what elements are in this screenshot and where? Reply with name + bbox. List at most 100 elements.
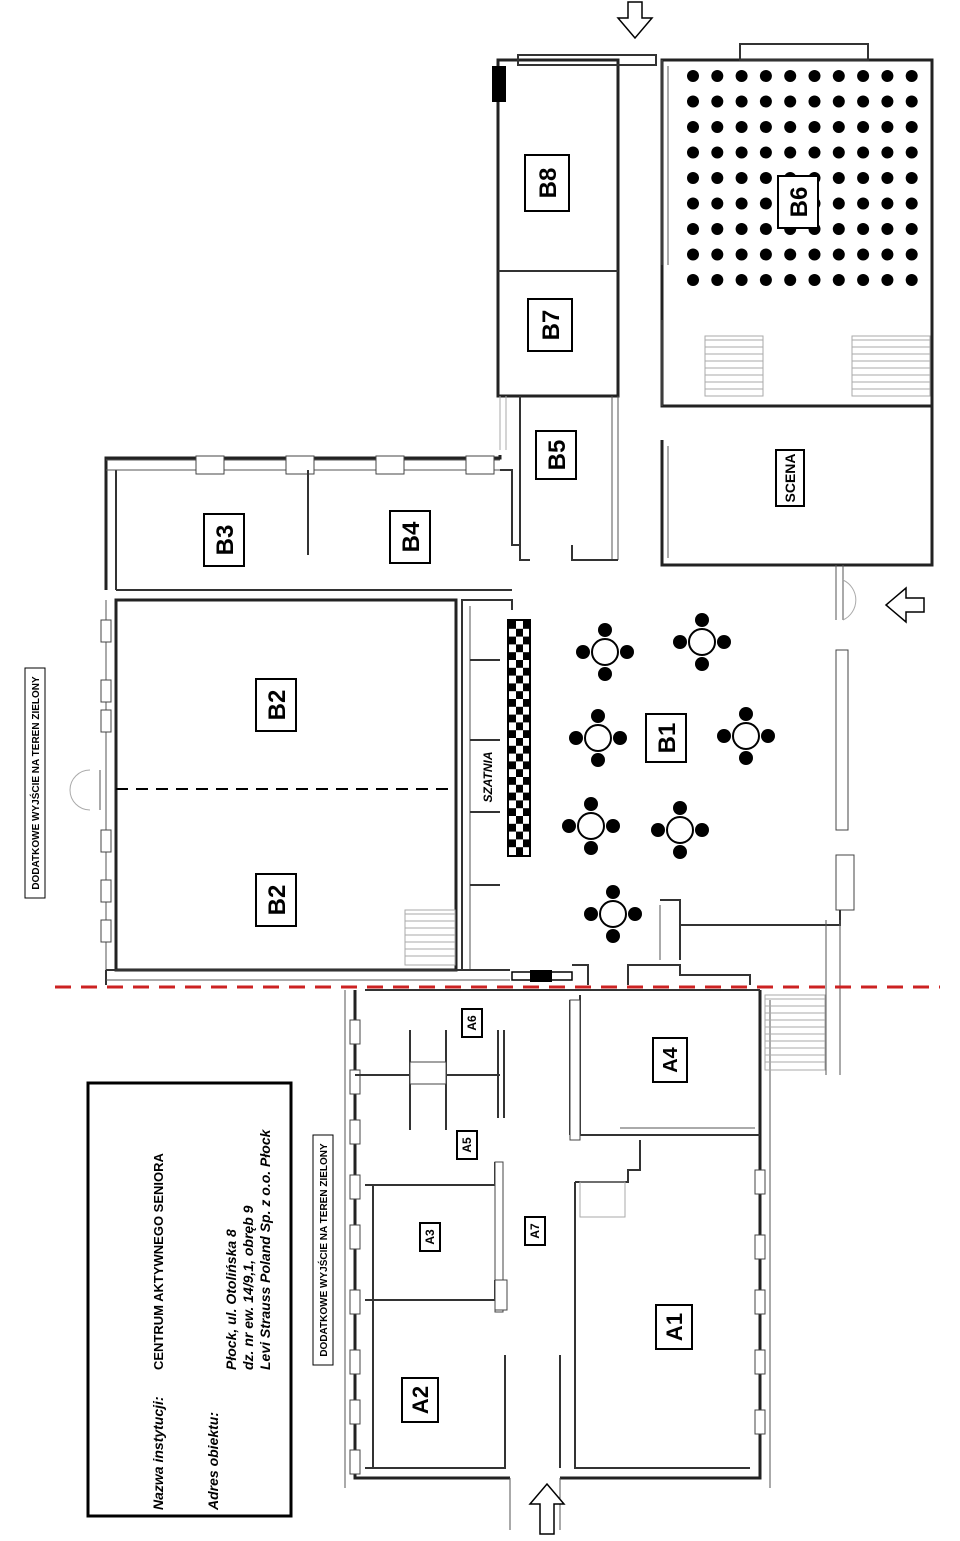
- seat-dot: [808, 95, 821, 108]
- room-label-a2: A2: [408, 1386, 433, 1414]
- seat-dot: [905, 121, 918, 133]
- b1-tables: [562, 613, 775, 943]
- seat-dot: [905, 95, 918, 108]
- seat-dot: [759, 197, 772, 210]
- entrance-arrow-top: [616, 1, 654, 40]
- address-label: Adres obiektu:: [205, 1412, 221, 1511]
- seat-dot: [711, 197, 724, 210]
- stairs-b6: [661, 320, 931, 406]
- cloakroom-label: SZATNIA: [481, 751, 495, 802]
- entrance-arrow-right: [884, 586, 925, 624]
- exit-label-top: DODATKOWE WYJŚCIE NA TEREN ZIELONY: [24, 667, 46, 899]
- seat-dot: [687, 172, 699, 184]
- room-label-b1: B1: [654, 723, 681, 754]
- seat-dot: [687, 274, 699, 286]
- seat-dot: [905, 223, 918, 235]
- seat-dot: [832, 95, 845, 108]
- seat-dot: [784, 95, 797, 108]
- entrance-arrow-bottom: [528, 1482, 566, 1535]
- room-label-b2-bottom: B2: [264, 885, 291, 916]
- address-line-1: Płock, ul. Otolińska 8: [223, 1229, 239, 1370]
- room-label-b3: B3: [212, 525, 239, 556]
- seat-dot: [905, 197, 918, 210]
- seat-dot: [711, 274, 724, 286]
- seat-dot: [735, 248, 748, 261]
- block-b3-b4: [104, 455, 520, 591]
- seat-dot: [881, 70, 894, 82]
- seat-dot: [881, 172, 894, 184]
- seat-dot: [832, 274, 845, 286]
- seat-dot: [711, 121, 724, 133]
- seat-dot: [808, 274, 821, 286]
- room-label-b8: B8: [535, 168, 562, 199]
- seat-dot: [784, 70, 797, 82]
- seat-dot: [857, 172, 870, 184]
- seat-dot: [711, 223, 724, 235]
- exit-label-mid-text: DODATKOWE WYJŚCIE NA TEREN ZIELONY: [317, 1143, 330, 1357]
- seat-dot: [784, 274, 797, 286]
- seat-dot: [905, 146, 918, 159]
- seat-dot: [711, 70, 724, 82]
- address-line-2: dz. nr ew. 14/9,1, obręb 9: [240, 1205, 256, 1370]
- seat-dot: [881, 223, 894, 235]
- institution-name: CENTRUM AKTYWNEGO SENIORA: [151, 1152, 166, 1370]
- block-b8-b7: [492, 54, 657, 561]
- seat-dot: [832, 172, 845, 184]
- room-labels: B8 B7 B5 B6 SCENA B3 B4 B2: [203, 154, 819, 1423]
- room-label-a3: A3: [423, 1229, 437, 1245]
- b6-seat-grid: [687, 70, 918, 286]
- seat-dot: [832, 146, 845, 159]
- seat-dot: [711, 248, 724, 261]
- seat-dot: [881, 146, 894, 159]
- seat-dot: [687, 121, 699, 133]
- seat-dot: [808, 248, 821, 261]
- exit-label-top-text: DODATKOWE WYJŚCIE NA TEREN ZIELONY: [29, 676, 42, 890]
- seat-dot: [784, 248, 797, 261]
- room-label-a4: A4: [660, 1046, 682, 1072]
- seat-dot: [735, 121, 748, 133]
- seat-dot: [808, 70, 821, 82]
- seat-dot: [881, 121, 894, 133]
- room-label-b2-top: B2: [264, 690, 291, 721]
- room-label-b6: B6: [786, 187, 813, 218]
- seat-dot: [735, 223, 748, 235]
- room-label-a6: A6: [465, 1015, 479, 1031]
- seat-dot: [832, 223, 845, 235]
- seat-dot: [905, 248, 918, 261]
- seat-dot: [808, 121, 821, 133]
- seat-dot: [857, 197, 870, 210]
- exit-label-mid: DODATKOWE WYJŚCIE NA TEREN ZIELONY: [312, 1134, 334, 1366]
- lobby-table: [569, 709, 627, 767]
- address-line-3: Levi Strauss Poland Sp. z o.o. Płock: [257, 1128, 273, 1370]
- seat-dot: [881, 95, 894, 108]
- lobby-table: [584, 885, 642, 943]
- seat-dot: [735, 95, 748, 108]
- seat-dot: [759, 248, 772, 261]
- cloakroom: [404, 599, 531, 970]
- seat-dot: [735, 70, 748, 82]
- seat-dot: [759, 121, 772, 133]
- room-label-b5: B5: [544, 440, 571, 471]
- seat-dot: [832, 197, 845, 210]
- seat-dot: [857, 95, 870, 108]
- seat-dot: [735, 274, 748, 286]
- seat-dot: [711, 95, 724, 108]
- stage-room: [660, 406, 934, 567]
- seat-dot: [735, 146, 748, 159]
- room-label-a7: A7: [528, 1223, 542, 1239]
- seat-dot: [687, 146, 699, 159]
- seat-dot: [784, 146, 797, 159]
- seat-dot: [857, 121, 870, 133]
- seat-dot: [784, 121, 797, 133]
- seat-dot: [735, 172, 748, 184]
- seat-dot: [808, 146, 821, 159]
- seat-dot: [687, 197, 699, 210]
- lobby-table: [717, 707, 775, 765]
- seat-dot: [881, 248, 894, 261]
- seat-dot: [759, 146, 772, 159]
- seat-dot: [759, 223, 772, 235]
- lobby-table: [562, 797, 620, 855]
- seat-dot: [905, 274, 918, 286]
- seat-dot: [905, 70, 918, 82]
